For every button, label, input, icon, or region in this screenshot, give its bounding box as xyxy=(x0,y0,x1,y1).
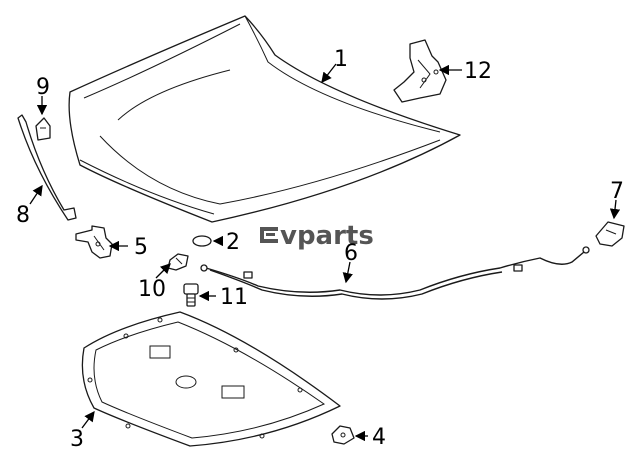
callout-8: 8 xyxy=(16,203,30,228)
release-handle xyxy=(595,221,625,247)
bolt xyxy=(183,283,199,307)
callout-4: 4 xyxy=(372,425,386,450)
grommet xyxy=(192,235,212,247)
hood-support-rod xyxy=(17,114,77,221)
callout-6: 6 xyxy=(344,241,358,266)
callout-11: 11 xyxy=(220,285,248,310)
callout-7: 7 xyxy=(610,179,624,204)
watermark-text: vparts xyxy=(280,221,374,251)
callout-5: 5 xyxy=(134,235,148,260)
callout-labels: 1 12 9 8 5 2 6 7 10 11 3 4 xyxy=(16,47,624,452)
ev-logo-icon xyxy=(260,227,278,243)
callout-10: 10 xyxy=(138,277,166,302)
hood-hinge xyxy=(393,39,447,103)
hood-insulator xyxy=(81,311,341,447)
callout-12: 12 xyxy=(464,59,492,84)
callout-1: 1 xyxy=(334,47,348,72)
release-cable xyxy=(200,246,590,300)
callout-2: 2 xyxy=(226,230,240,255)
insulator-clip xyxy=(331,425,355,445)
callout-9: 9 xyxy=(36,75,50,100)
hood-panel xyxy=(68,15,461,223)
hood-latch xyxy=(75,225,113,259)
release-bracket xyxy=(167,253,189,271)
leader-lines xyxy=(29,63,621,442)
callout-3: 3 xyxy=(70,427,84,452)
watermark: vparts xyxy=(260,221,374,251)
support-rod-clip xyxy=(35,117,51,141)
